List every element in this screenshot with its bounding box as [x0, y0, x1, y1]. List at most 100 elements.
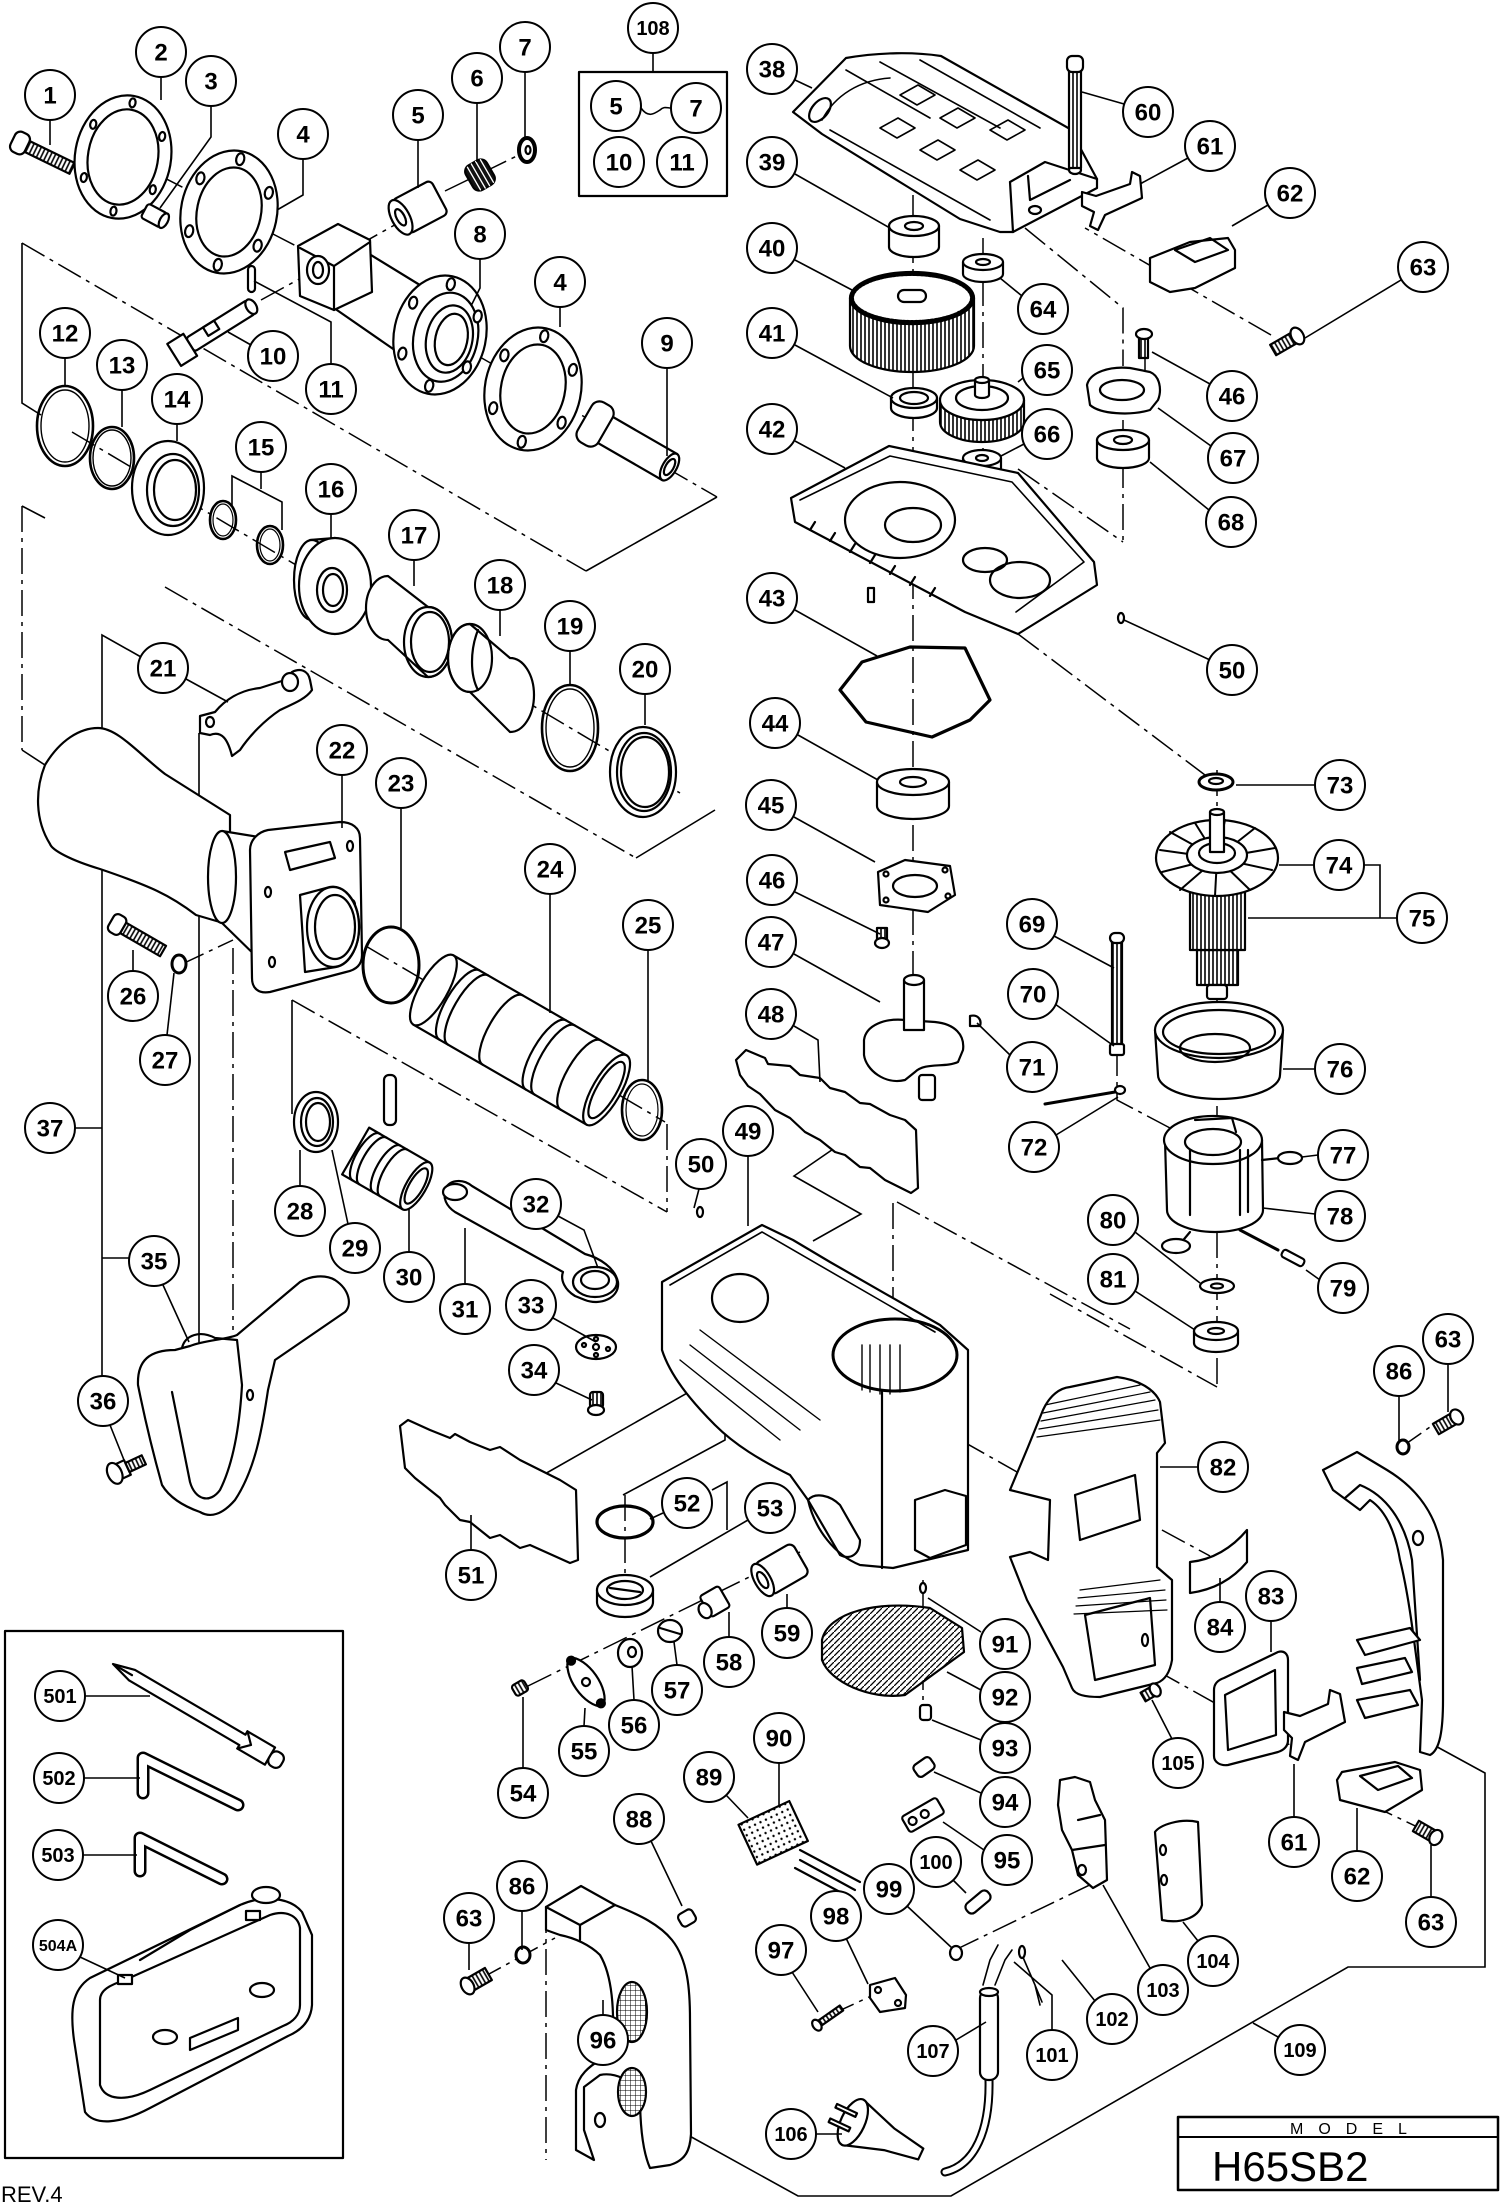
- callout-circle: [1087, 1253, 1139, 1305]
- callout-circle: [139, 1034, 191, 1086]
- callout-circle: [128, 1235, 180, 1287]
- callout-63: 63: [1422, 1313, 1474, 1365]
- leader-line-44: [797, 734, 879, 781]
- callout-circle: [1017, 283, 1069, 335]
- callout-circle: [34, 1670, 86, 1722]
- leader-line-67: [1157, 407, 1212, 447]
- callout-9: 9: [641, 317, 693, 369]
- part-wire-72: [1043, 1084, 1127, 1106]
- leader-line-504A: [79, 1956, 126, 1979]
- callout-circle: [1006, 898, 1058, 950]
- leader-line-3: [159, 106, 212, 209]
- callout-63: 63: [443, 1892, 495, 1944]
- callout-number: 18: [487, 573, 514, 600]
- kit-range-connector: [640, 106, 672, 116]
- part-connecting-rod: [441, 1180, 620, 1304]
- part-washer: [517, 136, 537, 164]
- callout-circle: [641, 317, 693, 369]
- callout-circle: [39, 307, 91, 359]
- callout-number: 25: [635, 913, 662, 940]
- callout-circle: [810, 1890, 862, 1942]
- part-gear-40: [848, 270, 976, 374]
- callout-circle: [135, 26, 187, 78]
- callout-circle: [505, 1279, 557, 1331]
- callout-circle: [508, 1344, 560, 1396]
- accessories-inset-box: [3, 1629, 345, 2160]
- callout-number: 38: [759, 57, 786, 84]
- callout-61: 61: [1184, 120, 1236, 172]
- leader-line-79: [1305, 1269, 1321, 1281]
- callout-circle: [745, 988, 797, 1040]
- callout-45: 45: [745, 779, 797, 831]
- callout-number: 81: [1100, 1267, 1127, 1294]
- callout-circle: [749, 697, 801, 749]
- callout-number: 70: [1020, 982, 1047, 1009]
- part-gasket-43: [838, 645, 992, 739]
- part-flange-gasket-2: [483, 326, 583, 452]
- callout-circle: [979, 1722, 1031, 1774]
- leader-line-27: [166, 972, 175, 1036]
- callout-number: 14: [164, 387, 191, 414]
- callout-number: 58: [716, 1650, 743, 1677]
- part-hex-key-503: [133, 1831, 229, 1886]
- callout-503: 503: [32, 1829, 84, 1881]
- callout-91: 91: [979, 1618, 1031, 1670]
- callout-number: 63: [1435, 1327, 1462, 1354]
- part-screw-88: [676, 1908, 698, 1928]
- callout-circle: [96, 339, 148, 391]
- callout-58: 58: [703, 1636, 755, 1688]
- callout-number: 73: [1327, 773, 1354, 800]
- leader-line-4: [276, 159, 304, 211]
- callout-13: 13: [96, 339, 148, 391]
- part-cylinder-housing: [296, 222, 488, 396]
- callout-82: 82: [1197, 1441, 1249, 1493]
- callout-24: 24: [524, 843, 576, 895]
- callout-102: 102: [1086, 1993, 1138, 2045]
- callout-circle: [675, 1138, 727, 1190]
- callout-number: 57: [664, 1678, 691, 1705]
- callout-circle: [510, 1178, 562, 1230]
- callout-16: 16: [305, 463, 357, 515]
- callout-circle: [454, 208, 506, 260]
- leader-line-46: [794, 891, 881, 935]
- callout-70: 70: [1007, 968, 1059, 1020]
- part-ring-73: [1197, 772, 1235, 792]
- callout-43: 43: [746, 572, 798, 624]
- leader-line-50: [1123, 619, 1211, 661]
- callout-number: 11: [669, 150, 694, 177]
- leader-line-48: [793, 1025, 821, 1083]
- callout-79: 79: [1317, 1262, 1369, 1314]
- callout-number: 20: [632, 657, 659, 684]
- callout-17: 17: [388, 509, 440, 561]
- callout-4: 4: [277, 108, 329, 160]
- callout-46: 46: [1206, 370, 1258, 422]
- callout-number: 9: [660, 331, 673, 358]
- callout-number: 99: [876, 1877, 903, 1904]
- callout-number: 60: [1135, 100, 1162, 127]
- callout-circle: [151, 373, 203, 425]
- callout-39: 39: [746, 136, 798, 188]
- callout-number: 98: [823, 1904, 850, 1931]
- leader-line-11: [253, 280, 332, 364]
- callout-number: 63: [1410, 255, 1437, 282]
- leader-line-69: [1053, 935, 1115, 969]
- leader-line-34: [555, 1382, 593, 1401]
- callout-circle: [474, 559, 526, 611]
- callout-number: 34: [521, 1358, 548, 1385]
- callout-96: 96: [577, 2014, 629, 2066]
- callout-circle: [746, 43, 798, 95]
- callout-number: 86: [1386, 1359, 1413, 1386]
- callout-63: 63: [1405, 1896, 1457, 1948]
- callout-number: 36: [90, 1389, 117, 1416]
- callout-number: 68: [1218, 510, 1245, 537]
- callout-number: 51: [458, 1563, 485, 1590]
- callout-98: 98: [810, 1890, 862, 1942]
- part-cap-53: [595, 1573, 655, 1619]
- callout-32: 32: [510, 1178, 562, 1230]
- leader-line-71: [976, 1022, 1011, 1056]
- callout-number: 108: [636, 18, 669, 40]
- callout-number: 27: [152, 1048, 179, 1075]
- callout-circle: [1331, 1850, 1383, 1902]
- callout-93: 93: [979, 1722, 1031, 1774]
- part-gasket-83: [1212, 1650, 1290, 1767]
